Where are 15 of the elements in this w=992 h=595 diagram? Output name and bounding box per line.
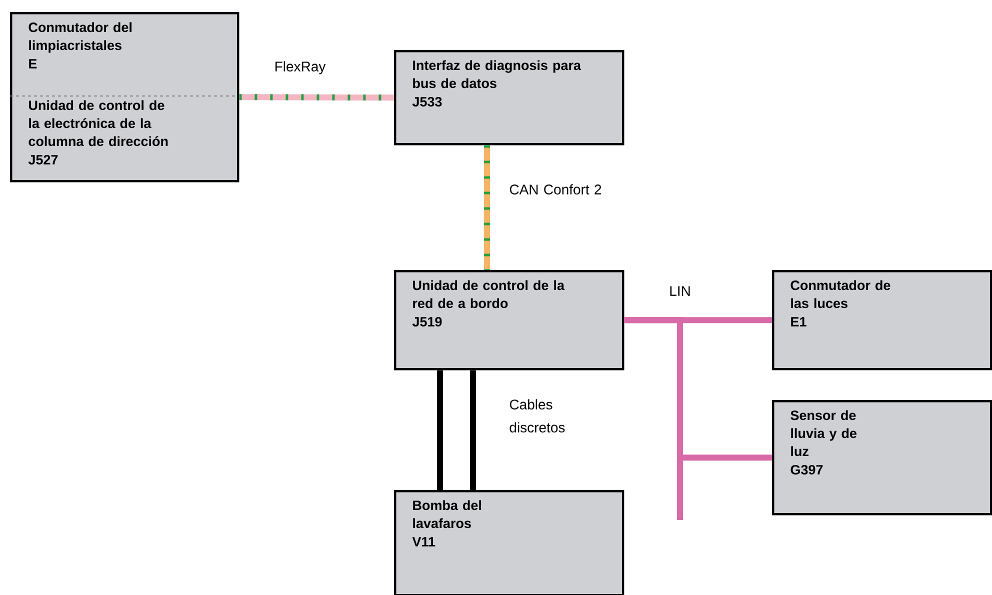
- edge-label: LIN: [670, 286, 690, 296]
- bus-line: [239, 94, 394, 101]
- edge-label: Cables discretos: [510, 399, 565, 432]
- bus-line: [470, 370, 476, 490]
- component-box: Conmutador de las luces E1: [772, 270, 992, 370]
- component-box: Sensor de lluvia y de luz G397: [772, 400, 992, 516]
- bus-line: [624, 317, 772, 461]
- component-box: Interfaz de diagnosis para bus de datos J533: [394, 50, 624, 146]
- component-box: Conmutador del limpiacristales E Unidad de control de la electrónica de la columna de dirección J527: [10, 12, 240, 182]
- edge-label: CAN Confort 2: [510, 184, 602, 194]
- edge-label: FlexRay: [275, 61, 326, 74]
- component-box: Bomba del lavafaros V11: [394, 490, 624, 595]
- bus-line: [484, 145, 490, 270]
- component-box: Unidad de control de la red de a bordo J519: [394, 270, 624, 370]
- bus-line: [437, 370, 443, 490]
